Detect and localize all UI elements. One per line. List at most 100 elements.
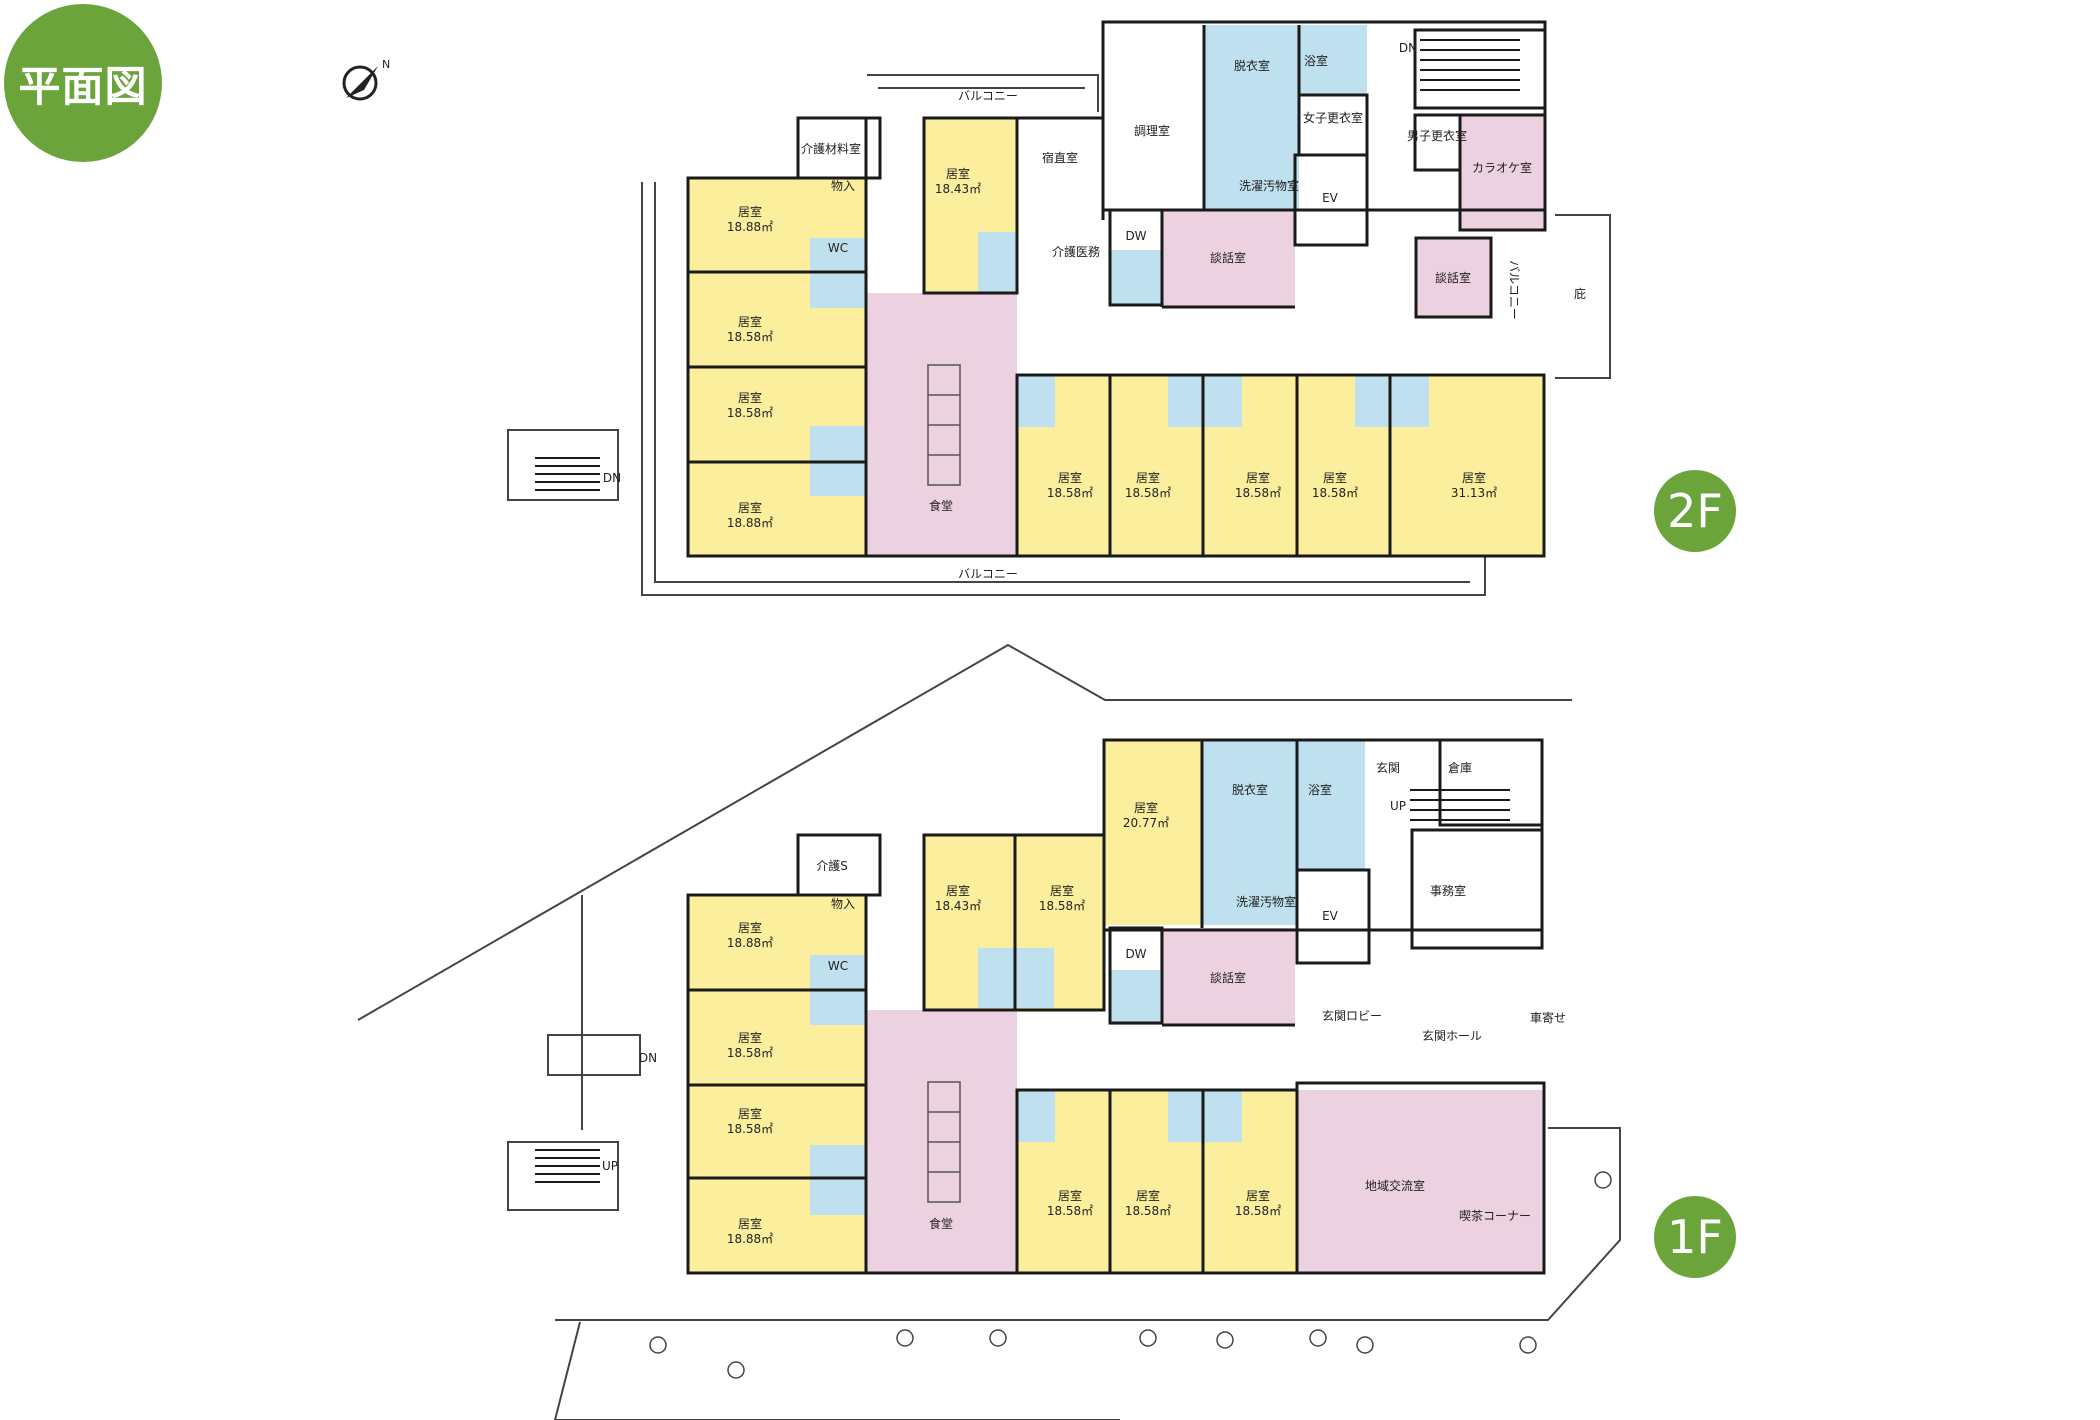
f2-stair-left bbox=[535, 457, 600, 491]
f1-community-fill bbox=[1297, 1090, 1544, 1273]
f1-room-5-name: 居室 bbox=[946, 883, 970, 898]
f2-room-5-name: 居室 bbox=[946, 166, 970, 181]
f1-room-4-name: 居室 bbox=[738, 1216, 762, 1231]
f1-room-1-area: 18.88㎡ bbox=[727, 936, 773, 950]
f1-room-1-name: 居室 bbox=[738, 920, 762, 935]
f2-room-5-area: 18.43㎡ bbox=[935, 182, 981, 196]
plan-title-badge: 平面図 bbox=[4, 4, 162, 162]
f1-room-2-name: 居室 bbox=[738, 1030, 762, 1045]
f1-label-bath: 浴室 bbox=[1308, 782, 1332, 797]
f2-label-bath: 浴室 bbox=[1304, 53, 1328, 68]
f2-room-3-name: 居室 bbox=[738, 390, 762, 405]
f2-label-care-material: 介護材料室 bbox=[801, 141, 861, 156]
f2-room-6-name: 居室 bbox=[1058, 470, 1082, 485]
f2-room-10-area: 31.13㎡ bbox=[1451, 486, 1497, 500]
f1-label-porch: 車寄せ bbox=[1530, 1010, 1566, 1025]
f2-lounge1-fill bbox=[1162, 211, 1295, 307]
f2-label-storage: 物入 bbox=[831, 179, 855, 193]
floor-badge-1f: 1F bbox=[1654, 1196, 1736, 1278]
f2-label-dw: DW bbox=[1125, 229, 1146, 243]
f2-room-7-area: 18.58㎡ bbox=[1125, 486, 1171, 500]
f2-label-stair-dn: DN bbox=[603, 471, 621, 485]
f2-walls bbox=[686, 20, 1547, 558]
f2-label-lounge1: 談話室 bbox=[1210, 250, 1246, 265]
f1-dining-table bbox=[927, 1081, 961, 1203]
f2-dw-wc-fill bbox=[1110, 250, 1162, 305]
f1-labels: 介護S 脱衣室 浴室 洗濯汚物室 玄関 倉庫 事務室 談話室 玄関ロビー 玄関ホ… bbox=[602, 760, 1566, 1231]
f1-label-cafe: 喫茶コーナー bbox=[1459, 1208, 1531, 1223]
f2-room-4-area: 18.88㎡ bbox=[727, 516, 773, 530]
f1-room-9-name: 居室 bbox=[1136, 1188, 1160, 1203]
f1-room-block-bottom bbox=[1017, 1090, 1297, 1273]
f1-label-lounge: 談話室 bbox=[1210, 970, 1246, 985]
f1-label-wc: WC bbox=[828, 959, 848, 973]
f2-room-8-area: 18.58㎡ bbox=[1235, 486, 1281, 500]
f2-label-stair-dn2: DN bbox=[1399, 41, 1417, 55]
f1-stair-top bbox=[1410, 789, 1510, 821]
f1-label-stair-up2: UP bbox=[1390, 799, 1406, 813]
f1-room-9-area: 18.58㎡ bbox=[1125, 1204, 1171, 1218]
f2-room-8-name: 居室 bbox=[1246, 470, 1270, 485]
svg-text:N: N bbox=[382, 58, 390, 71]
f1-site-outlines bbox=[357, 643, 1621, 1420]
f1-room-7-area: 20.77㎡ bbox=[1123, 816, 1169, 830]
f2-stair-top bbox=[1420, 39, 1520, 91]
f1-label-storage: 物入 bbox=[831, 897, 855, 911]
f2-label-balcony-bottom: バルコニー bbox=[958, 567, 1018, 581]
f1-stair-left bbox=[535, 1149, 600, 1183]
f1-bath2-fill bbox=[1297, 740, 1365, 870]
f1-label-lobby: 玄関ロビー bbox=[1322, 1008, 1382, 1023]
f1-tree-icons bbox=[649, 1171, 1612, 1379]
f1-room-10-name: 居室 bbox=[1246, 1188, 1270, 1203]
f2-label-balcony-side: バルコニー bbox=[1507, 260, 1521, 320]
f1-label-entrance: 玄関 bbox=[1376, 760, 1400, 775]
f2-room-2-area: 18.58㎡ bbox=[727, 330, 773, 344]
floor-2-plan: バルコニー バルコニー バルコニー 庇 介護材料室 宿直室 介護医務 調理室 脱… bbox=[507, 20, 1611, 596]
f1-label-community: 地域交流室 bbox=[1365, 1178, 1425, 1193]
f1-label-office: 事務室 bbox=[1430, 883, 1466, 898]
f1-label-stair-up: UP bbox=[602, 1159, 618, 1173]
f1-bath-fill bbox=[1202, 740, 1297, 925]
f2-label-balcony-top: バルコニー bbox=[958, 89, 1018, 103]
f2-label-women-locker: 女子更衣室 bbox=[1303, 110, 1363, 125]
f2-label-care-office: 介護医務 bbox=[1052, 244, 1100, 259]
f2-room-block-right bbox=[1017, 375, 1544, 556]
floor-2f-label: 2F bbox=[1667, 484, 1723, 538]
f1-label-changing: 脱衣室 bbox=[1232, 782, 1268, 797]
f2-label-kitchen: 調理室 bbox=[1134, 123, 1170, 138]
f2-dining-table bbox=[927, 364, 961, 486]
plan-title: 平面図 bbox=[18, 61, 148, 111]
f1-label-dw: DW bbox=[1125, 947, 1146, 961]
f2-room-3-area: 18.58㎡ bbox=[727, 406, 773, 420]
f1-walls bbox=[686, 738, 1546, 1275]
f1-room-2-area: 18.58㎡ bbox=[727, 1046, 773, 1060]
f1-room-7-name: 居室 bbox=[1134, 800, 1158, 815]
f2-room-1-name: 居室 bbox=[738, 204, 762, 219]
f1-label-dining: 食堂 bbox=[929, 1216, 953, 1231]
f1-room-8-area: 18.58㎡ bbox=[1047, 1204, 1093, 1218]
f1-label-ev: EV bbox=[1322, 909, 1339, 923]
f1-room-4-area: 18.88㎡ bbox=[727, 1232, 773, 1246]
f2-room-labels: 居室 18.88㎡ 居室 18.58㎡ 居室 18.58㎡ 居室 18.88㎡ … bbox=[727, 166, 1497, 530]
f1-room-6-name: 居室 bbox=[1050, 883, 1074, 898]
f1-lounge-fill bbox=[1160, 928, 1295, 1025]
f1-label-care-s: 介護S bbox=[816, 858, 848, 873]
floor-1-plan: 介護S 脱衣室 浴室 洗濯汚物室 玄関 倉庫 事務室 談話室 玄関ロビー 玄関ホ… bbox=[357, 643, 1621, 1420]
f2-labels: バルコニー バルコニー バルコニー 庇 介護材料室 宿直室 介護医務 調理室 脱… bbox=[603, 41, 1586, 581]
f1-room-10-area: 18.58㎡ bbox=[1235, 1204, 1281, 1218]
f1-room-block-top2 bbox=[1104, 740, 1202, 925]
f1-room-8-name: 居室 bbox=[1058, 1188, 1082, 1203]
f2-bath-fill bbox=[1204, 25, 1299, 210]
f2-room-9-name: 居室 bbox=[1323, 470, 1347, 485]
f2-label-men-locker: 男子更衣室 bbox=[1407, 128, 1467, 143]
f1-label-laundry: 洗濯汚物室 bbox=[1236, 894, 1296, 909]
f2-label-karaoke: カラオケ室 bbox=[1472, 160, 1532, 175]
f2-room-10-name: 居室 bbox=[1462, 470, 1486, 485]
f2-room-1-area: 18.88㎡ bbox=[727, 220, 773, 234]
floor-badge-2f: 2F bbox=[1654, 470, 1736, 552]
f1-label-stair-dn: DN bbox=[639, 1051, 657, 1065]
f2-label-dining: 食堂 bbox=[929, 498, 953, 513]
f1-room-6-area: 18.58㎡ bbox=[1039, 899, 1085, 913]
f1-room-5-area: 18.43㎡ bbox=[935, 899, 981, 913]
